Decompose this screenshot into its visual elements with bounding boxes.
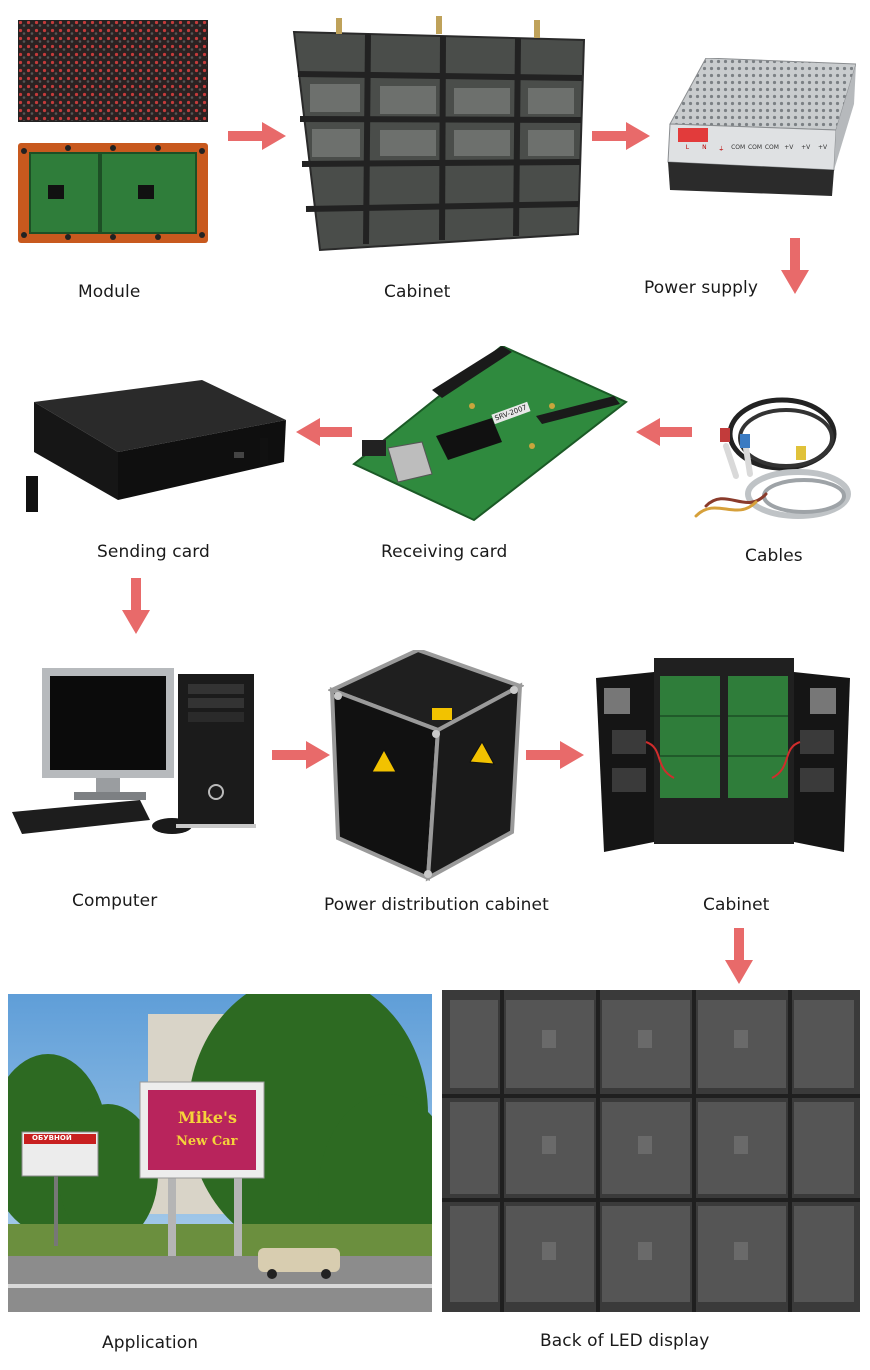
terminal-label: +V	[818, 144, 828, 151]
module-front-image	[18, 20, 208, 122]
arrow-module-to-cabinet	[228, 122, 286, 150]
arrow-cabinet-to-back-of-display	[725, 928, 753, 984]
power-supply-label: Power supply	[644, 278, 758, 298]
back-of-led-display-image	[442, 990, 860, 1312]
cabinet-open-image	[594, 658, 852, 854]
arrow-receiving-to-sending	[296, 418, 352, 446]
cables-label: Cables	[745, 546, 803, 566]
sending-card-label: Sending card	[97, 542, 210, 562]
power-distribution-cabinet-image	[328, 650, 524, 882]
application-label: Application	[102, 1333, 199, 1353]
arrow-power-supply-to-cables	[781, 238, 809, 294]
module-label: Module	[78, 282, 141, 302]
power-supply-terminals: L N ⏚ COM COM COM +V +V +V	[680, 144, 830, 156]
back-of-led-display-label: Back of LED display	[540, 1331, 710, 1351]
cabinet-open-label: Cabinet	[703, 895, 770, 915]
arrow-power-distribution-to-cabinet	[526, 741, 584, 769]
arrow-cables-to-receiving	[636, 418, 692, 446]
computer-label: Computer	[72, 891, 158, 911]
billboard-text-line2: New Car	[176, 1134, 238, 1149]
module-back-image	[18, 143, 208, 243]
power-supply-image: L N ⏚ COM COM COM +V +V +V	[666, 58, 856, 200]
arrow-computer-to-power-distribution	[272, 741, 330, 769]
terminal-label: ⏚	[718, 146, 725, 153]
terminal-label: COM	[747, 144, 763, 151]
arrow-sending-to-computer	[122, 578, 150, 634]
cables-image	[686, 376, 852, 528]
terminal-label: COM	[764, 144, 779, 151]
sending-card-image	[22, 380, 288, 518]
terminal-label: N	[702, 144, 707, 151]
terminal-label: +V	[784, 144, 794, 151]
receiving-card-label: Receiving card	[381, 542, 508, 562]
shop-sign-text: ОБУВНОЙ	[32, 1134, 72, 1142]
power-distribution-cabinet-label: Power distribution cabinet	[324, 895, 549, 915]
application-image: Mike's New Car ОБУВНОЙ	[8, 994, 432, 1312]
cabinet-image	[288, 14, 590, 252]
arrow-cabinet-to-power-supply	[592, 122, 650, 150]
terminal-label: COM	[731, 144, 746, 151]
cabinet-label: Cabinet	[384, 282, 451, 302]
terminal-label: L	[685, 144, 690, 151]
billboard-text-line1: Mike's	[178, 1108, 237, 1127]
computer-image	[10, 664, 260, 840]
receiving-card-image: SRV-2007	[352, 346, 628, 522]
terminal-label: +V	[801, 144, 811, 151]
